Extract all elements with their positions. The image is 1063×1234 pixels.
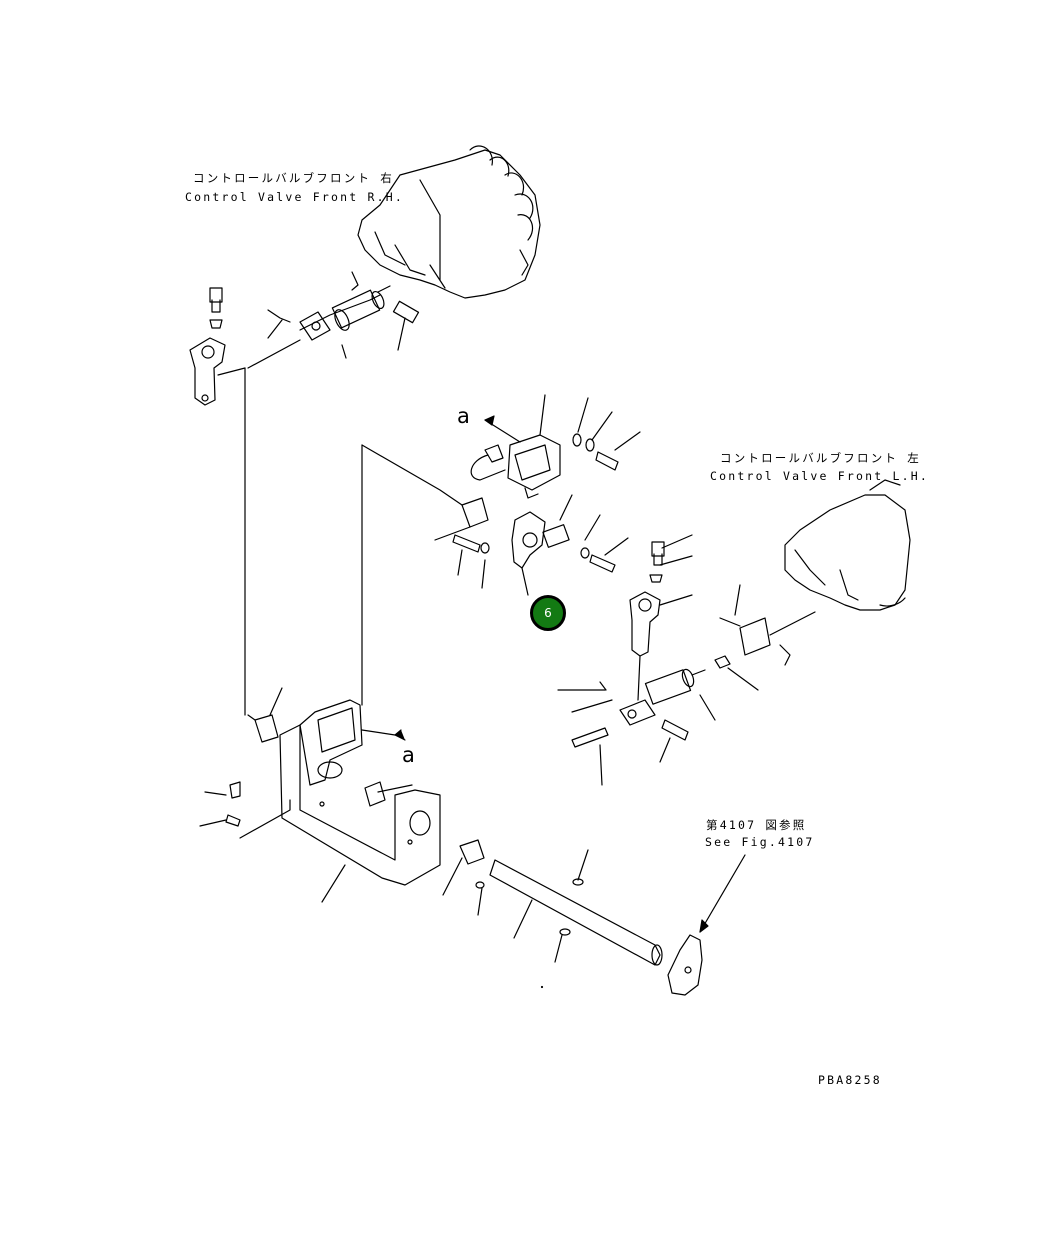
label-control-valve-lh-en: Control Valve Front L.H. xyxy=(710,469,929,483)
linkage-lh xyxy=(558,535,815,785)
label-control-valve-rh-jp: コントロールバルブフロント 右 xyxy=(193,171,394,185)
drawing-number: PBA8258 xyxy=(818,1073,882,1087)
shaft xyxy=(476,850,662,988)
part-callout-6[interactable]: 6 xyxy=(530,595,566,631)
linkage-rh xyxy=(248,272,419,368)
lever-rh xyxy=(190,288,245,715)
switch-block-center xyxy=(471,395,640,498)
label-control-valve-rh-en: Control Valve Front R.H. xyxy=(185,190,404,204)
control-valve-rh xyxy=(358,146,540,298)
label-fig-reference-en: See Fig.4107 xyxy=(705,835,815,849)
lever-center xyxy=(362,445,628,705)
view-marker-a-bottom: a xyxy=(402,743,415,767)
bracket-bottom xyxy=(200,688,484,902)
label-control-valve-lh-jp: コントロールバルブフロント 左 xyxy=(720,451,921,465)
control-valve-lh xyxy=(785,480,910,610)
part-callout-6-number: 6 xyxy=(544,606,552,620)
reference-bracket xyxy=(668,855,745,995)
view-marker-a-top: a xyxy=(457,404,470,428)
label-fig-reference-jp: 第4107 図参照 xyxy=(706,818,807,832)
